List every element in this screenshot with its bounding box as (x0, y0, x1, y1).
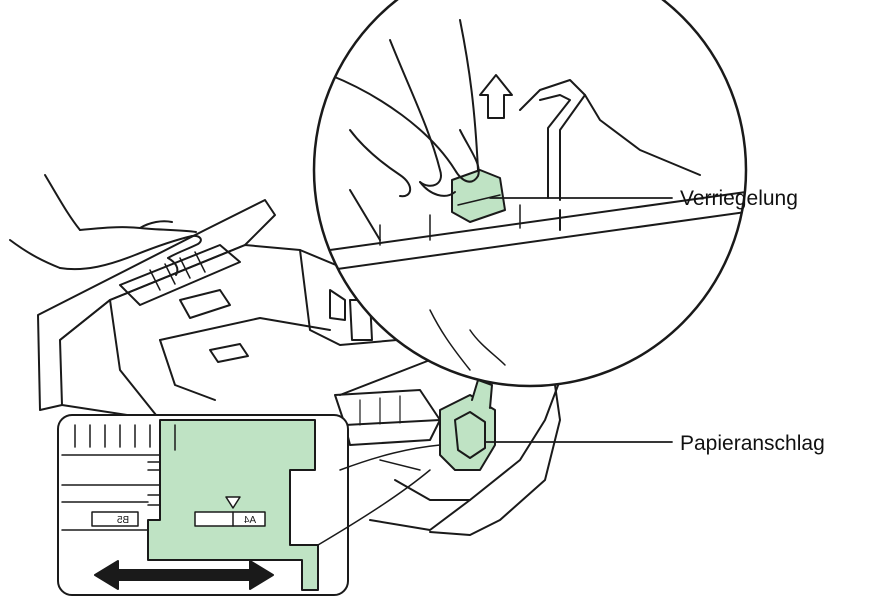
lock-label: Verriegelung (680, 187, 798, 210)
up-arrow-icon (479, 74, 513, 119)
paper-stop-part (439, 379, 496, 471)
double-arrow-icon (94, 560, 274, 590)
triangle-marker-icon (225, 496, 241, 509)
hand-icon (9, 174, 202, 276)
paper-stop-label: Papieranschlag (680, 432, 825, 455)
lock-zoom-detail (312, 0, 748, 388)
scale-label-a4: A4 (243, 515, 256, 526)
scale-label-b5: B5 (116, 515, 129, 526)
scale-inset (57, 414, 441, 596)
